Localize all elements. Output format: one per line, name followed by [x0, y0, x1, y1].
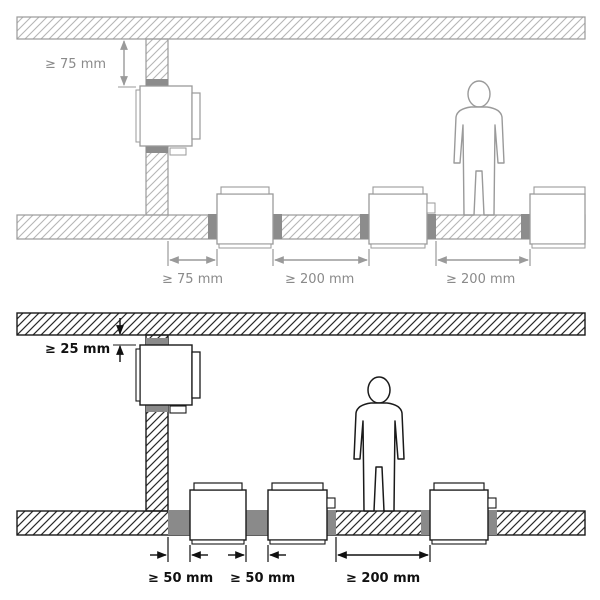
bottom-spacing-3-label: ≥ 200 mm [346, 571, 420, 586]
fan-unit-icon [135, 338, 201, 414]
top-panel: ≥ 75 mm ≥ 75 mm ≥ 200 mm ≥ 200 mm [16, 16, 586, 287]
fan-unit-icon [360, 186, 436, 249]
person-icon [453, 80, 505, 216]
top-spacing-2-label: ≥ 200 mm [285, 272, 354, 287]
top-vertical-clearance-label: ≥ 75 mm [45, 57, 106, 72]
top-spacing-1-label: ≥ 75 mm [162, 272, 223, 287]
fan-unit-icon [208, 186, 282, 249]
fan-unit-icon [421, 482, 497, 545]
top-floor-slab [16, 214, 586, 240]
person-icon [353, 376, 405, 512]
fan-unit-icon [267, 482, 336, 545]
bottom-spacing-2-label: ≥ 50 mm [230, 571, 295, 586]
top-ceiling-slab [16, 16, 586, 40]
top-spacing-3-label: ≥ 200 mm [446, 272, 515, 287]
bottom-spacing-1-label: ≥ 50 mm [148, 571, 213, 586]
bottom-horizontal-dimensions [150, 537, 431, 562]
bottom-ceiling-slab [16, 312, 586, 336]
fan-unit-icon [168, 482, 268, 545]
top-horizontal-dimensions [167, 241, 531, 266]
bottom-vertical-clearance-label: ≥ 25 mm [45, 342, 110, 357]
bottom-vertical-dimension: ≥ 25 mm [45, 318, 146, 362]
bottom-panel: ≥ 25 mm ≥ 50 mm ≥ 50 mm ≥ 200 mm [16, 312, 586, 586]
fan-unit-icon [521, 186, 586, 249]
top-vertical-dimension: ≥ 75 mm [45, 38, 146, 88]
fan-unit-icon [135, 79, 201, 156]
